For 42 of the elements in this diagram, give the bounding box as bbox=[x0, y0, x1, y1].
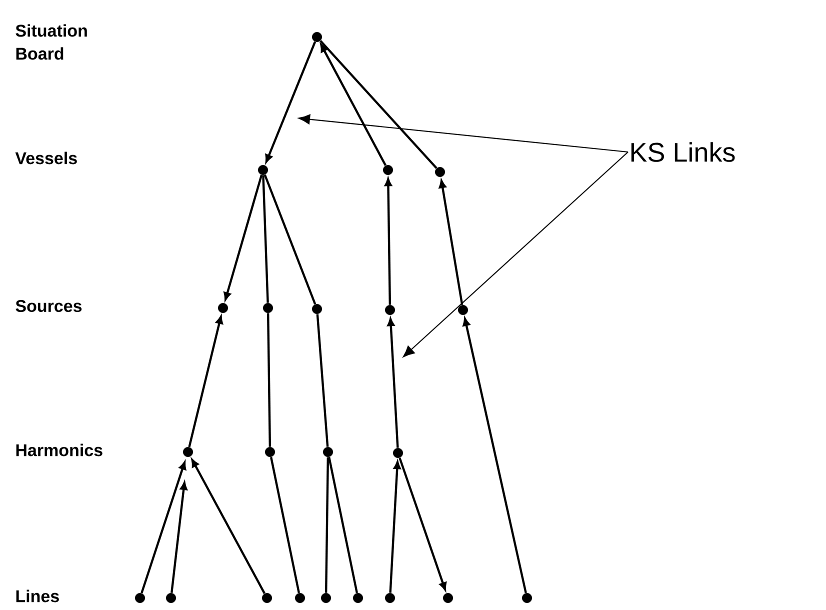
dot bbox=[265, 447, 275, 457]
dot bbox=[435, 167, 445, 177]
dot bbox=[383, 165, 393, 175]
dot bbox=[295, 593, 305, 603]
level-label: Lines bbox=[16, 590, 59, 602]
dot bbox=[323, 447, 333, 457]
level-label: Situation Board bbox=[16, 24, 87, 60]
arrow bbox=[224, 174, 263, 300]
arrow bbox=[320, 44, 387, 166]
dot bbox=[263, 303, 273, 313]
ks-links-label: KS Links bbox=[631, 142, 735, 162]
arrow bbox=[170, 482, 188, 593]
dot bbox=[353, 593, 363, 603]
arrow bbox=[265, 41, 316, 162]
arrow bbox=[191, 459, 266, 594]
arrow bbox=[387, 318, 399, 448]
dot bbox=[312, 304, 322, 314]
dot bbox=[183, 447, 193, 457]
arrow bbox=[389, 461, 401, 593]
leader-line bbox=[402, 152, 628, 358]
dot bbox=[312, 32, 322, 42]
arrow bbox=[140, 462, 186, 594]
level-label: Sources bbox=[16, 300, 82, 312]
dot bbox=[166, 593, 176, 603]
dot bbox=[385, 593, 395, 603]
dot bbox=[443, 593, 453, 603]
arrow bbox=[438, 180, 464, 306]
level-label: Harmonics bbox=[16, 444, 102, 456]
dot bbox=[385, 305, 395, 315]
dot bbox=[218, 303, 228, 313]
dot bbox=[135, 593, 145, 603]
leader-line bbox=[298, 114, 628, 153]
dot bbox=[522, 593, 532, 603]
dot bbox=[321, 593, 331, 603]
dot bbox=[262, 593, 272, 603]
dot bbox=[393, 448, 403, 458]
dot bbox=[258, 165, 268, 175]
level-label: Vessels bbox=[15, 152, 77, 164]
arrow bbox=[398, 458, 447, 590]
arrow bbox=[384, 178, 392, 305]
arrow bbox=[462, 318, 527, 594]
dot bbox=[458, 305, 468, 315]
